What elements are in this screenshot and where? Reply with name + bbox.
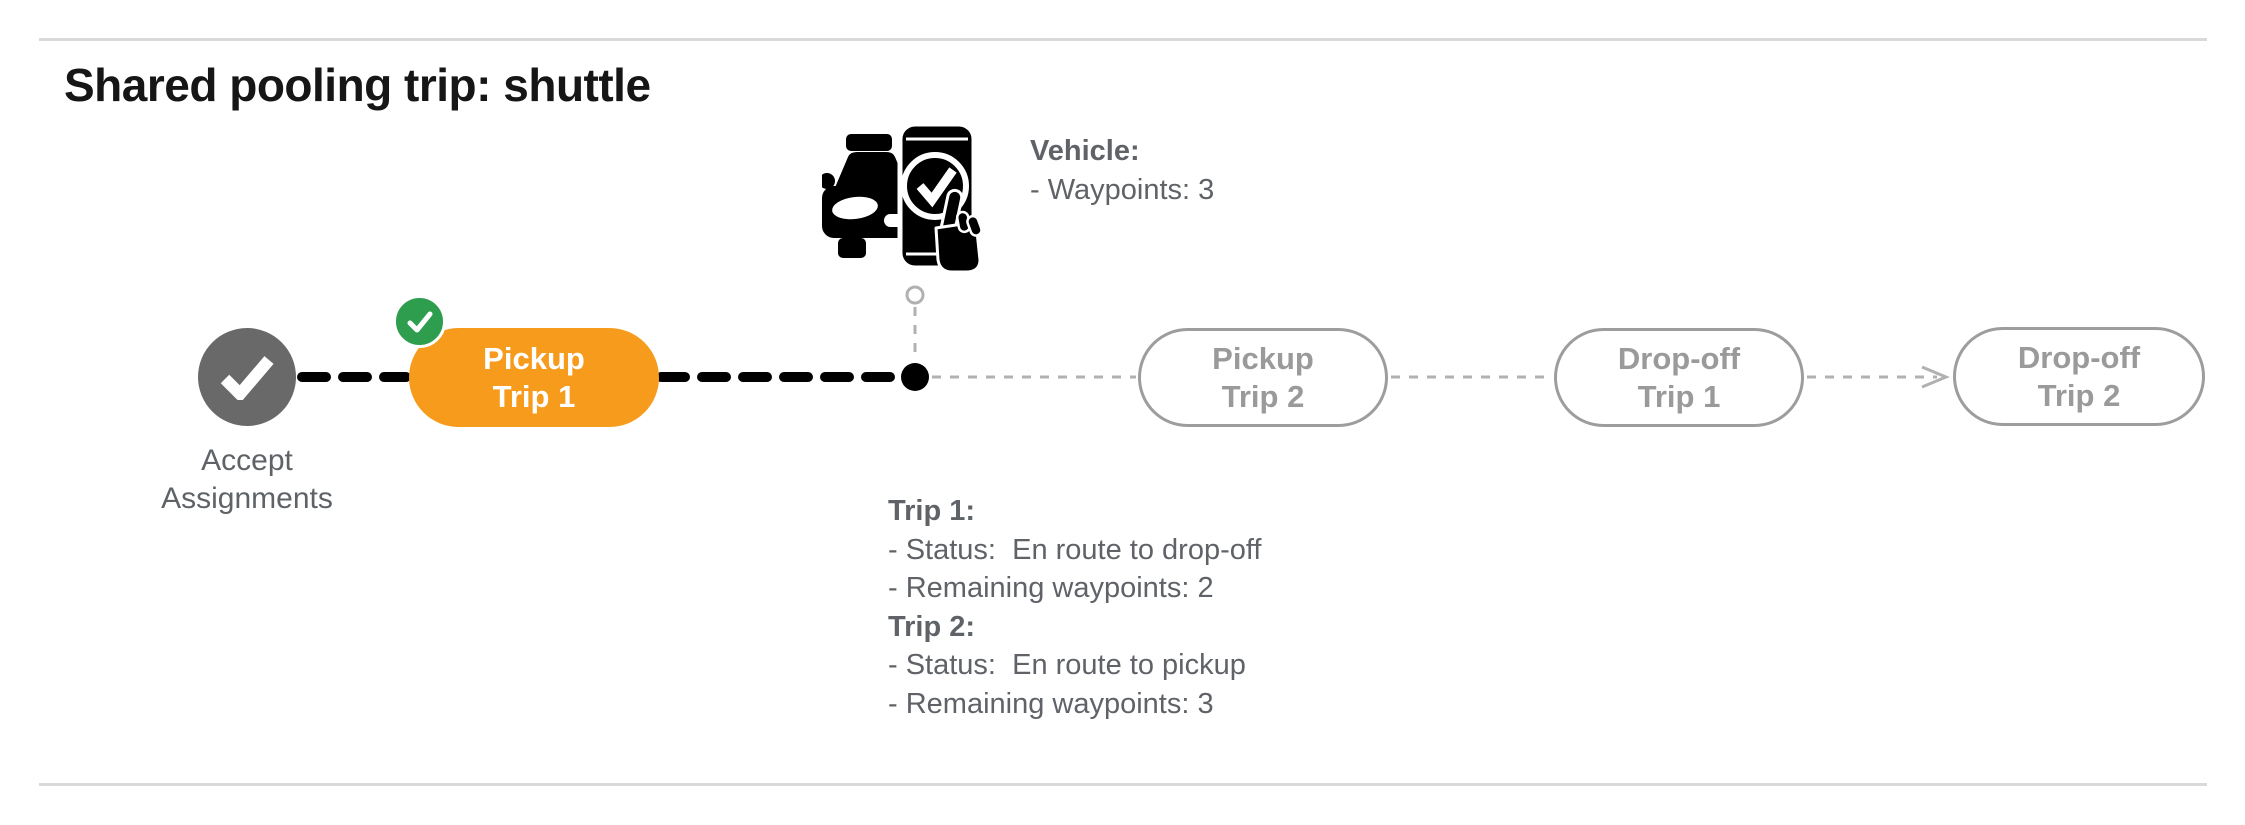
pickup1-done-badge	[393, 295, 446, 348]
pill-line2: Trip 2	[1221, 378, 1305, 414]
trip1-heading: Trip 1:	[888, 495, 976, 527]
pointing-hand-icon	[934, 188, 983, 274]
bottom-divider	[39, 783, 2207, 786]
top-divider	[39, 38, 2207, 41]
node-dropoff-trip-1: Drop-off Trip 1	[1554, 328, 1804, 427]
node-pickup-trip-1: Pickup Trip 1	[409, 328, 659, 427]
pill-line1: Pickup	[483, 340, 585, 376]
vehicle-info-heading: Vehicle:	[1030, 135, 1140, 167]
node-dropoff-trip-2: Drop-off Trip 2	[1953, 327, 2205, 426]
badge-check-icon	[407, 311, 432, 332]
accept-check-icon	[220, 356, 274, 400]
current-position-dot	[901, 363, 929, 391]
pill-line2: Trip 1	[1637, 378, 1721, 414]
trip-status-block: Trip 1: - Status: En route to drop-off -…	[888, 492, 1261, 723]
vehicle-confirmed-icon	[822, 124, 983, 274]
page-title: Shared pooling trip: shuttle	[64, 59, 651, 111]
trip1-waypoints-line: - Remaining waypoints: 2	[888, 572, 1214, 604]
vehicle-anchor-circle	[905, 285, 925, 305]
trip2-heading: Trip 2:	[888, 610, 976, 643]
vehicle-info: Vehicle: - Waypoints: 3	[1030, 132, 1214, 210]
trip2-waypoints-line: - Remaining waypoints: 3	[888, 687, 1214, 720]
pill-line1: Drop-off	[2017, 339, 2141, 375]
car-icon	[822, 134, 922, 258]
arrowhead-icon	[1921, 365, 1950, 389]
pill-line2: Trip 1	[492, 378, 576, 414]
accept-assignments-label: Accept Assignments	[161, 444, 333, 515]
accept-assignments-node	[198, 328, 296, 426]
pill-line1: Pickup	[1212, 340, 1314, 376]
trip1-status-line: - Status: En route to drop-off	[888, 533, 1262, 566]
trip2-status-line: - Status: En route to pickup	[888, 649, 1246, 681]
pill-line1: Drop-off	[1617, 340, 1741, 376]
pill-line2: Trip 2	[2037, 377, 2121, 413]
vehicle-waypoints-line: - Waypoints: 3	[1030, 174, 1215, 206]
node-pickup-trip-2: Pickup Trip 2	[1138, 328, 1388, 427]
